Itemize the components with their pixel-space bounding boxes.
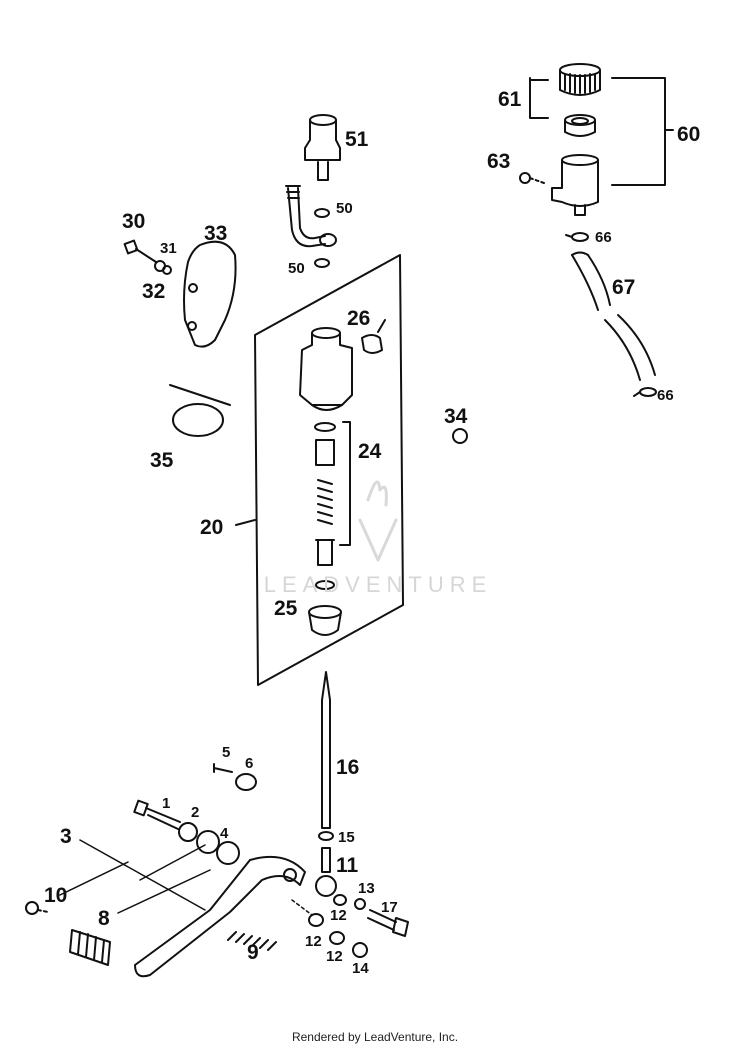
callout-67: 67: [612, 276, 635, 299]
callout-3: 3: [60, 825, 72, 848]
bolt-30: [123, 239, 157, 263]
clevis-eye: [315, 875, 337, 897]
callout-31: 31: [160, 240, 177, 257]
callout-51: 51: [345, 128, 369, 151]
washer-50-upper: [314, 208, 330, 218]
circlip-24: [315, 580, 335, 590]
callout-66-bottom: 66: [657, 387, 674, 404]
clevis-11: [321, 847, 331, 873]
leader-lines: [59, 839, 313, 916]
callout-labels: 61 60 63 66 67 66 51 50 50 30 33 31 32 2…: [44, 88, 700, 977]
callout-32: 32: [142, 280, 165, 303]
washer-50-lower: [314, 258, 330, 268]
piston-24: [315, 439, 335, 466]
pushrod-seat: [315, 539, 335, 566]
bracket-24: [339, 421, 351, 546]
callout-4: 4: [220, 825, 229, 842]
reservoir-cap: [559, 63, 601, 96]
washer-2: [178, 822, 198, 842]
callout-50-lower: 50: [288, 260, 305, 277]
brake-light-switch: [304, 114, 341, 181]
cable-tie: [169, 384, 231, 437]
washer-12a: [308, 913, 324, 927]
callout-16: 16: [336, 756, 359, 779]
bearing-4a: [196, 830, 220, 854]
callout-24: 24: [358, 440, 382, 463]
watermark-logo: [358, 480, 398, 562]
master-cylinder-body: [299, 327, 353, 411]
nut-15: [318, 831, 334, 841]
bushing-6: [235, 773, 257, 791]
nut-32: [162, 265, 172, 275]
pedal-pad: [69, 929, 111, 966]
hose-clamp-top: [565, 232, 589, 242]
heat-shield: [183, 240, 237, 348]
callout-12-left: 12: [305, 933, 322, 950]
hose-clamp-bottom: [633, 387, 657, 397]
leader-20: [235, 519, 256, 526]
callout-13: 13: [358, 880, 375, 897]
footer-credit: Rendered by LeadVenture, Inc.: [291, 1030, 459, 1044]
dust-boot: [308, 605, 342, 636]
pivot-bolt: [133, 799, 181, 830]
washer-12b: [333, 894, 347, 906]
pushrod: [321, 671, 331, 829]
callout-1: 1: [162, 795, 170, 812]
bearing-4b: [216, 841, 240, 865]
callout-30: 30: [122, 210, 145, 233]
callout-25: 25: [274, 597, 298, 620]
screw-5: [213, 763, 233, 773]
washer-12c: [329, 931, 345, 945]
callout-50-upper: 50: [336, 200, 353, 217]
seal-24: [314, 422, 336, 432]
callout-26: 26: [347, 307, 370, 330]
callout-35: 35: [150, 449, 174, 472]
bolt-17: [367, 909, 409, 937]
callout-2: 2: [191, 804, 199, 821]
spring-24: [317, 479, 333, 525]
reservoir-diaphragm: [564, 114, 596, 137]
watermark-text: LEADVENTURE: [264, 572, 493, 597]
callout-66-top: 66: [595, 229, 612, 246]
callout-15: 15: [338, 829, 355, 846]
nut-14: [352, 942, 368, 958]
bracket-61: [529, 77, 549, 119]
callout-17: 17: [381, 899, 398, 916]
callout-33: 33: [204, 222, 227, 245]
brake-pedal-lever: [134, 856, 306, 978]
hose: [571, 251, 656, 381]
washer-13: [354, 898, 366, 910]
callout-9: 9: [247, 941, 259, 964]
reservoir-body: [551, 154, 599, 216]
brake-line-fitting: [285, 185, 337, 248]
callout-11: 11: [336, 854, 359, 877]
callout-6: 6: [245, 755, 253, 772]
callout-5: 5: [222, 744, 230, 761]
callout-61: 61: [498, 88, 522, 111]
nut-34: [452, 428, 468, 444]
screw-63: [519, 172, 545, 184]
callout-10: 10: [44, 884, 67, 907]
callout-20: 20: [200, 516, 223, 539]
callout-14: 14: [352, 960, 369, 977]
fitting-26: [361, 319, 386, 354]
callout-12-mid: 12: [330, 907, 347, 924]
callout-12-bottom: 12: [326, 948, 343, 965]
callout-34: 34: [444, 405, 468, 428]
master-cylinder-kit-frame: [254, 254, 404, 686]
screw-10: [25, 901, 49, 915]
callout-8: 8: [98, 907, 110, 930]
return-spring: [227, 931, 277, 951]
callout-60: 60: [677, 123, 700, 146]
bracket-60: [611, 77, 674, 186]
callout-63: 63: [487, 150, 510, 173]
